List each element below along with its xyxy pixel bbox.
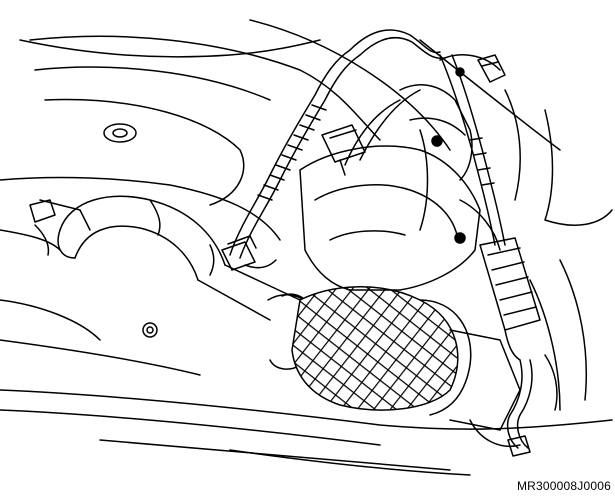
- figure-reference-code: MR300008J0006: [516, 479, 611, 493]
- exhaust-pipe-front: [57, 195, 301, 321]
- oxygen-sensor-harness-front: [229, 49, 361, 259]
- harness-connector-front: [321, 124, 366, 176]
- floor-panel-lines: [0, 19, 613, 476]
- left-bracket: [29, 199, 158, 338]
- bolt-upper: [431, 135, 443, 147]
- floor-mounting-hole: [103, 123, 137, 143]
- oxygen-sensor-front: [221, 235, 277, 271]
- oxygen-sensor-harness-rear: [439, 54, 506, 246]
- harness-top-loop: [349, 29, 446, 60]
- rear-clip: [507, 435, 531, 457]
- top-connector-cap: [477, 54, 506, 83]
- heat-shield: [299, 89, 481, 291]
- bolt-lower: [454, 232, 466, 244]
- catalytic-converter: [291, 286, 521, 447]
- harness-connector-rear: [479, 237, 541, 361]
- manifold-bracket: [399, 54, 501, 251]
